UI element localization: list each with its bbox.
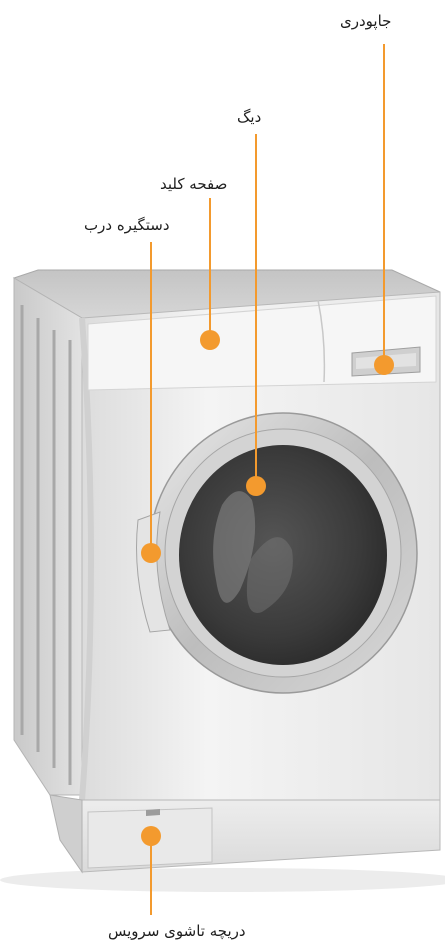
label-drum: دیگ (237, 108, 261, 126)
callout-dot-keypad (200, 330, 220, 350)
callout-dot-detergent (374, 355, 394, 375)
callout-dot-drum (246, 476, 266, 496)
label-service-hatch: دریچه تاشوی سرویس (108, 922, 246, 940)
label-door-handle: دستگیره درب (84, 216, 170, 234)
plinth-side (50, 795, 82, 872)
label-keypad: صفحه کلید (160, 175, 227, 193)
callout-dot-handle (141, 543, 161, 563)
floor-shadow (0, 868, 445, 892)
side-panel (14, 278, 82, 795)
callout-dot-service (141, 826, 161, 846)
service-hatch-notch (146, 809, 160, 816)
label-detergent-drawer: جاپودری (340, 12, 391, 30)
